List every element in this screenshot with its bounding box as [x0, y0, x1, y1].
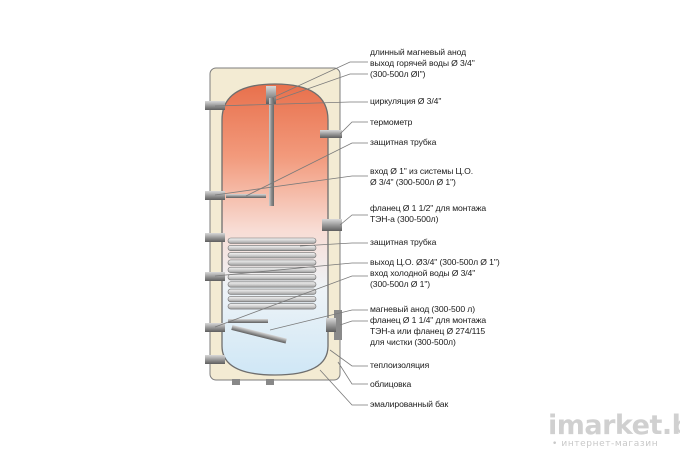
leader-coil-outlet — [214, 262, 368, 277]
label-small-anode: магневый анод (300-500 л) — [370, 304, 475, 314]
leader-thermometer — [339, 121, 368, 135]
leader-protect-tube-2 — [299, 242, 368, 247]
watermark-subtitle: • интернет-магазин — [552, 439, 659, 449]
fitting-left-coil-out — [205, 272, 225, 281]
label-coil-inlet-large: Ø 3/4" (300-500л Ø 1") — [370, 177, 456, 187]
coil-turn — [227, 259, 317, 266]
leader-lines — [214, 61, 368, 406]
label-insulation: теплоизоляция — [370, 360, 430, 370]
fitting-left-bottom — [205, 355, 225, 364]
cleaning-flange-body — [326, 318, 336, 332]
fitting-left-coil-in — [205, 233, 225, 242]
enamel-tank — [221, 83, 329, 376]
coil-turn — [227, 296, 317, 303]
label-flange-1-note: ТЭН-а (300-500л) — [370, 214, 439, 224]
label-flange-2-alt: ТЭН-а или фланец Ø 274/115 — [370, 326, 486, 336]
protective-tube-lower — [228, 319, 268, 323]
label-enamel-tank: эмалированный бак — [370, 399, 449, 409]
label-cold-inlet-large: (300-500л Ø 1") — [370, 279, 431, 289]
foot-left — [232, 379, 240, 385]
label-flange-1: фланец Ø 1 1/2" для монтажа — [370, 203, 487, 213]
label-long-anode: длинный магневый анод — [370, 47, 466, 57]
heat-exchanger-coil — [227, 237, 317, 310]
watermark-logo: imarket.by — [548, 410, 680, 441]
coil-turn — [227, 245, 317, 252]
coil-turn — [227, 274, 317, 281]
label-flange-2-note: для чистки (300-500л) — [370, 337, 456, 347]
leader-flange-1 — [339, 214, 368, 226]
leader-long-anode — [271, 61, 368, 99]
leader-insulation — [329, 349, 368, 367]
leader-tank — [319, 369, 368, 406]
coil-turn — [227, 252, 317, 259]
foot-right — [266, 379, 274, 385]
leader-coil-inlet — [214, 175, 368, 196]
fitting-left-top — [205, 101, 225, 110]
heater-flange-top — [322, 219, 342, 231]
small-anode — [231, 325, 287, 344]
long-anode — [269, 98, 274, 206]
fitting-left-mid — [205, 191, 225, 200]
coil-turn — [227, 281, 317, 288]
cleaning-flange-plate — [334, 310, 342, 340]
thermometer-sleeve — [320, 130, 342, 138]
label-circulation: циркуляция Ø 3/4" — [370, 96, 442, 106]
fitting-left-cold — [205, 323, 225, 332]
label-cold-inlet: вход холодной воды Ø 3/4" — [370, 268, 476, 278]
label-flange-2: фланец Ø 1 1/4" для монтажа — [370, 315, 487, 325]
leader-protect-tube-1 — [245, 142, 368, 197]
top-outlet — [266, 86, 276, 104]
label-casing: облицовка — [370, 379, 412, 389]
leader-casing — [337, 361, 368, 385]
leader-cold-inlet — [214, 275, 368, 328]
label-hot-outlet-large: (300-500л ØI") — [370, 69, 426, 79]
label-protective-tube-1: защитная трубка — [370, 137, 437, 147]
coil-turn — [227, 288, 317, 295]
leader-hot-outlet — [275, 73, 368, 101]
coil-turn — [227, 303, 317, 310]
leader-small-anode — [269, 309, 368, 331]
leader-circulation — [214, 101, 368, 107]
leader-flange-2 — [339, 320, 368, 326]
label-protective-tube-2: защитная трубка — [370, 237, 437, 247]
coil-turn — [227, 237, 317, 244]
label-hot-outlet: выход горячей воды Ø 3/4" — [370, 58, 475, 68]
label-coil-outlet: выход Ц.О. Ø3/4" (300-500л Ø 1") — [370, 257, 500, 267]
label-coil-inlet: вход Ø 1" из системы Ц.О. — [370, 166, 473, 176]
label-thermometer: термометр — [370, 117, 413, 127]
